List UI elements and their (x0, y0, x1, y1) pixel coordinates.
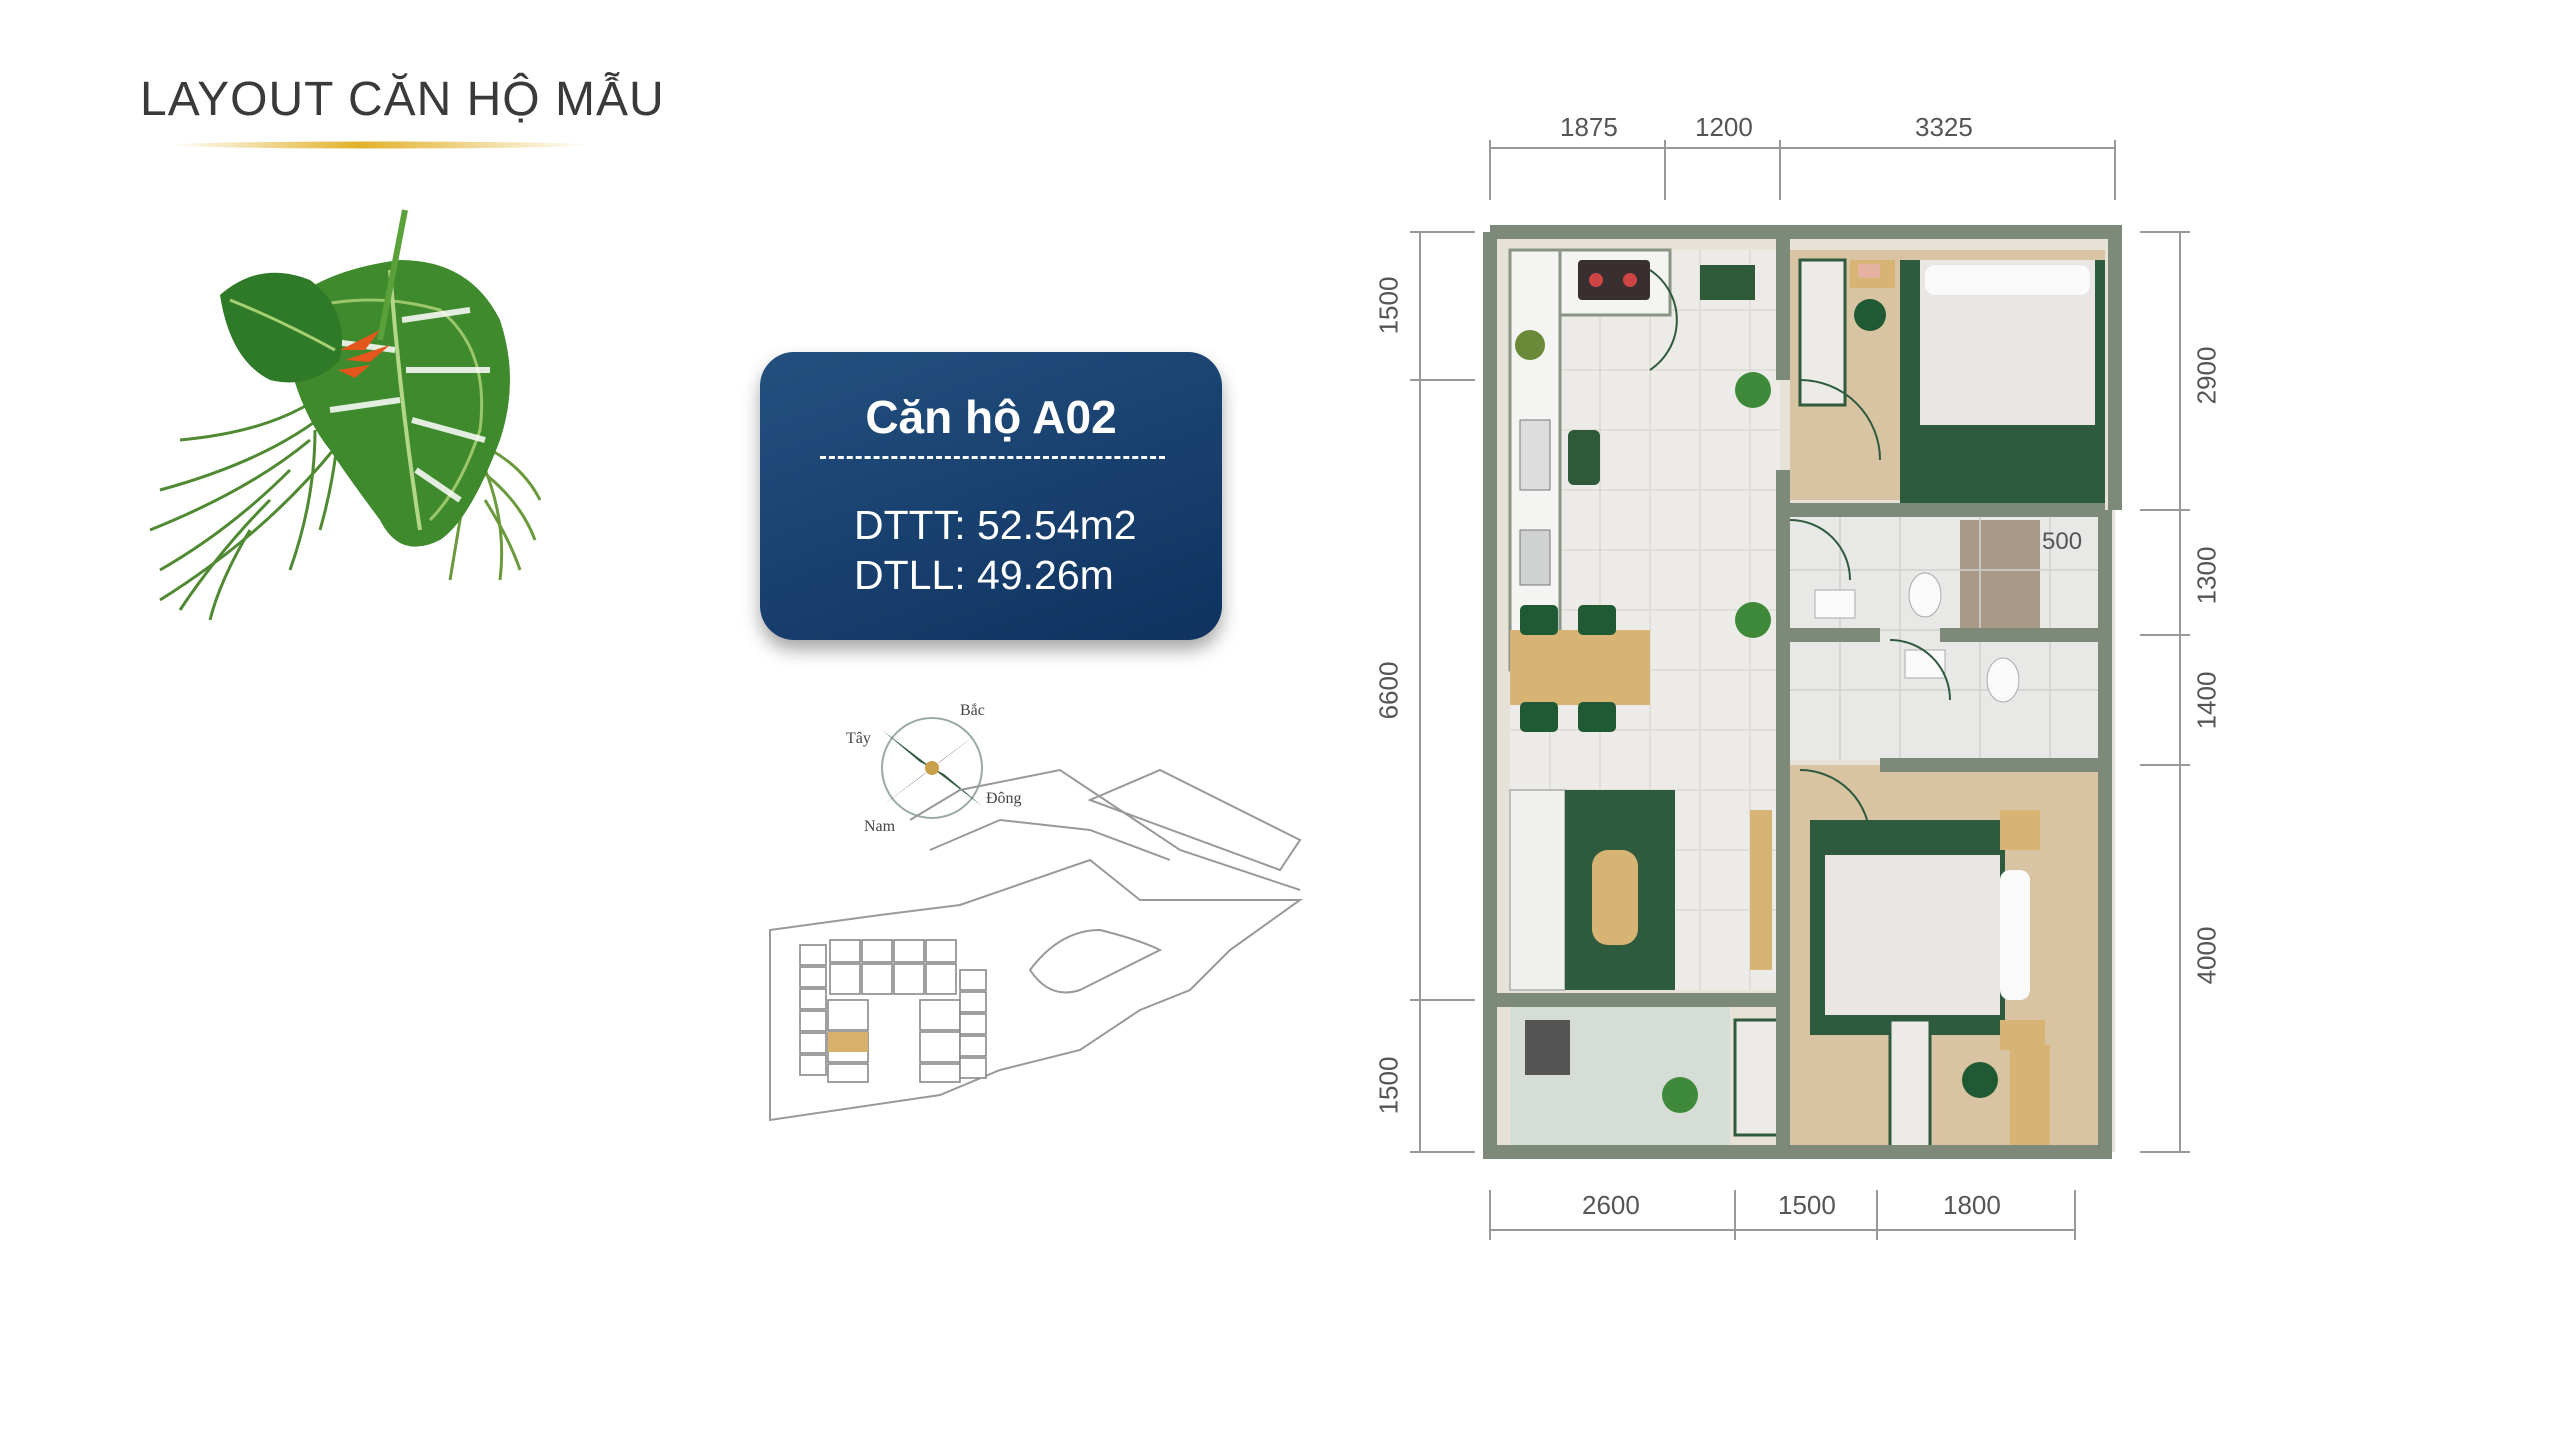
title-underline (170, 141, 590, 149)
dim-right-3: 1400 (2191, 671, 2222, 730)
compass-north-label: Bắc (960, 702, 985, 719)
floor-plan-drawing (1410, 140, 2190, 1240)
dim-bottom-2: 1500 (1778, 1190, 1836, 1220)
compass-west-label: Tây (846, 730, 871, 747)
area-gross: DTTT: 52.54m2 (854, 502, 1137, 548)
site-plan (769, 768, 1304, 1122)
compass-east-label: Đông (986, 790, 1022, 807)
floor-plan: 1875 1200 3325 2600 1500 1800 1500 6600 … (1360, 110, 2360, 1260)
area-net: DTLL: 49.26m (854, 552, 1114, 598)
dim-right-2: 1300 (2191, 546, 2222, 605)
compass-rose-icon (881, 717, 983, 819)
dim-left-3: 1500 (1373, 1056, 1404, 1115)
dim-left-2: 6600 (1373, 661, 1404, 720)
compass-south-label: Nam (864, 818, 896, 835)
card-divider (820, 456, 1165, 463)
compass: Bắc Tây Đông Nam (820, 690, 1060, 850)
dim-left-1: 1500 (1373, 276, 1404, 335)
apartment-info-card: Căn hộ A02 DTTT: 52.54m2 DTLL: 49.26m (760, 352, 1222, 640)
page-title: LAYOUT CĂN HỘ MẪU (140, 73, 665, 126)
dim-side-note: 500 (2042, 528, 2083, 555)
highlighted-unit (828, 1032, 868, 1052)
dim-top-3: 3325 (1915, 112, 1973, 142)
tropical-leaf-icon (149, 209, 542, 621)
dim-bottom-1: 2600 (1582, 1190, 1640, 1220)
apartment-name: Căn hộ A02 (865, 391, 1117, 443)
dim-right-4: 4000 (2191, 926, 2222, 985)
dim-top-1: 1875 (1560, 112, 1618, 142)
dim-top-2: 1200 (1695, 112, 1753, 142)
dim-bottom-3: 1800 (1943, 1190, 2001, 1220)
dim-right-1: 2900 (2191, 346, 2222, 405)
